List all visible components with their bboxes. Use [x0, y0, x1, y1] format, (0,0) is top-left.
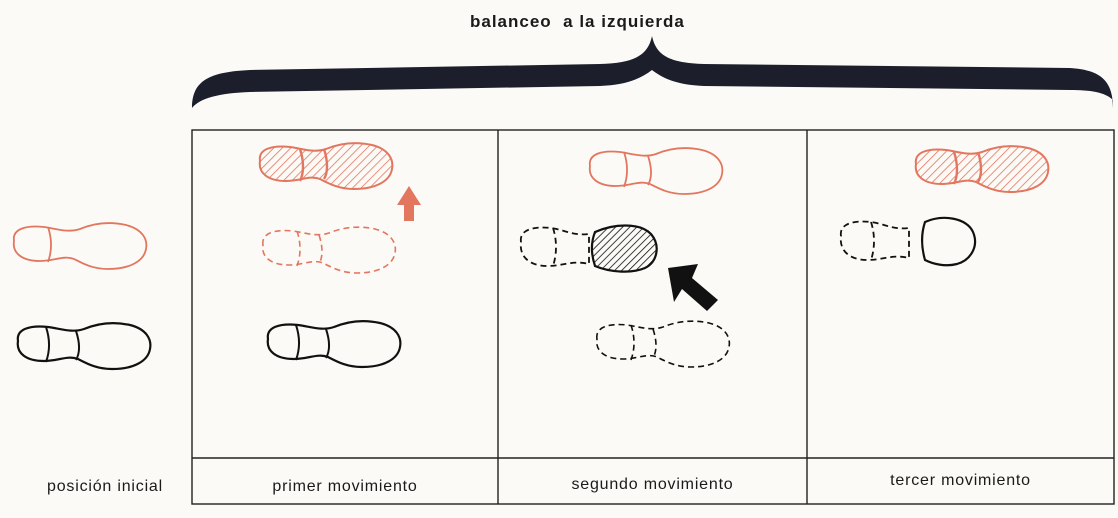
step1-right-foot-ghost-icon — [261, 226, 397, 274]
step3-left-foot-ball-icon — [839, 216, 977, 267]
caption-first-move: primer movimiento — [272, 478, 418, 495]
initial-right-foot-icon — [12, 222, 148, 270]
curly-brace — [192, 36, 1113, 108]
step2-right-foot-icon — [588, 147, 724, 195]
caption-third-move: tercer movimiento — [890, 472, 1031, 489]
step2-left-foot-ball-icon — [519, 224, 658, 273]
caption-second-move: segundo movimiento — [571, 476, 734, 493]
step1-right-foot-hatched-icon — [258, 142, 394, 190]
step1-left-foot-icon — [266, 320, 402, 369]
diagram-title: balanceo a la izquierda — [470, 12, 685, 31]
arrow-up-icon — [397, 186, 421, 221]
caption-initial-position: posición inicial — [47, 478, 163, 495]
arrow-diagonal-icon — [668, 264, 718, 311]
step3-right-foot-hatched-icon — [914, 145, 1050, 193]
initial-left-foot-icon — [16, 322, 152, 371]
step2-left-foot-ghost-icon — [595, 320, 731, 368]
step-grid — [191, 129, 1115, 505]
